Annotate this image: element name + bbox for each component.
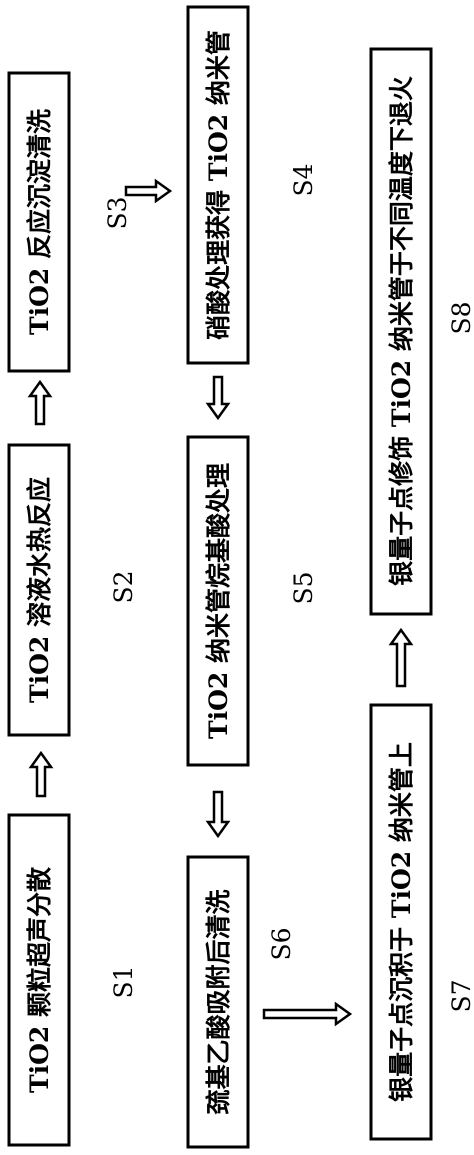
node-s2-label: TiO2 溶液水热反应: [25, 477, 54, 703]
edge-s3-s4-arrow: [124, 178, 173, 204]
step-label-s3: S3: [103, 196, 132, 229]
edge-s6-s7-arrow: [262, 1001, 353, 1027]
node-s1-box: [7, 813, 71, 1147]
node-s5: TiO2 纳米管烷基酸处理: [186, 435, 250, 767]
node-s5-box: [186, 435, 250, 767]
node-s3-box: [7, 71, 71, 373]
node-s7: 银量子点沉积于 TiO2 纳米管上: [369, 703, 433, 1141]
node-s1-label: TiO2 颗粒超声分散: [25, 867, 54, 1093]
node-s7-box: [369, 703, 433, 1141]
edge-s4-s5-arrow: [205, 375, 231, 421]
node-s4-label: 硝酸处理获得 TiO2 纳米管: [204, 30, 233, 340]
node-s2: TiO2 溶液水热反应: [7, 443, 71, 737]
edge-s2-s3-arrow: [27, 379, 53, 426]
step-label-s6: S6: [267, 927, 296, 960]
node-s2-box: [7, 443, 71, 737]
node-s3-label: TiO2 反应沉淀清洗: [25, 109, 54, 335]
node-s5-label: TiO2 纳米管烷基酸处理: [204, 463, 233, 739]
node-s4: 硝酸处理获得 TiO2 纳米管: [186, 5, 250, 365]
node-s8: 银量子点修饰 TiO2 纳米管于不同温度下退火: [369, 47, 433, 616]
edge-s7-s8-arrow: [388, 627, 414, 688]
edge-s1-s2-arrow: [28, 750, 54, 798]
node-s6: 巯基乙酸吸附后清洗: [186, 855, 250, 1149]
step-label-s4: S4: [289, 163, 318, 196]
step-label-s7: S7: [447, 979, 474, 1012]
step-label-s8: S8: [447, 301, 474, 334]
node-s3: TiO2 反应沉淀清洗: [7, 71, 71, 373]
node-s7-label: 银量子点沉积于 TiO2 纳米管上: [387, 742, 416, 1102]
node-s8-box: [369, 47, 433, 616]
node-s1: TiO2 颗粒超声分散: [7, 813, 71, 1147]
node-s4-box: [186, 5, 250, 365]
node-s6-box: [186, 855, 250, 1149]
node-s6-label: 巯基乙酸吸附后清洗: [204, 889, 233, 1115]
step-label-s1: S1: [109, 965, 138, 998]
step-label-s2: S2: [109, 570, 138, 603]
step-label-s5: S5: [289, 571, 318, 604]
node-s8-label: 银量子点修饰 TiO2 纳米管于不同温度下退火: [387, 76, 416, 586]
edge-s5-s6-arrow: [205, 790, 231, 839]
